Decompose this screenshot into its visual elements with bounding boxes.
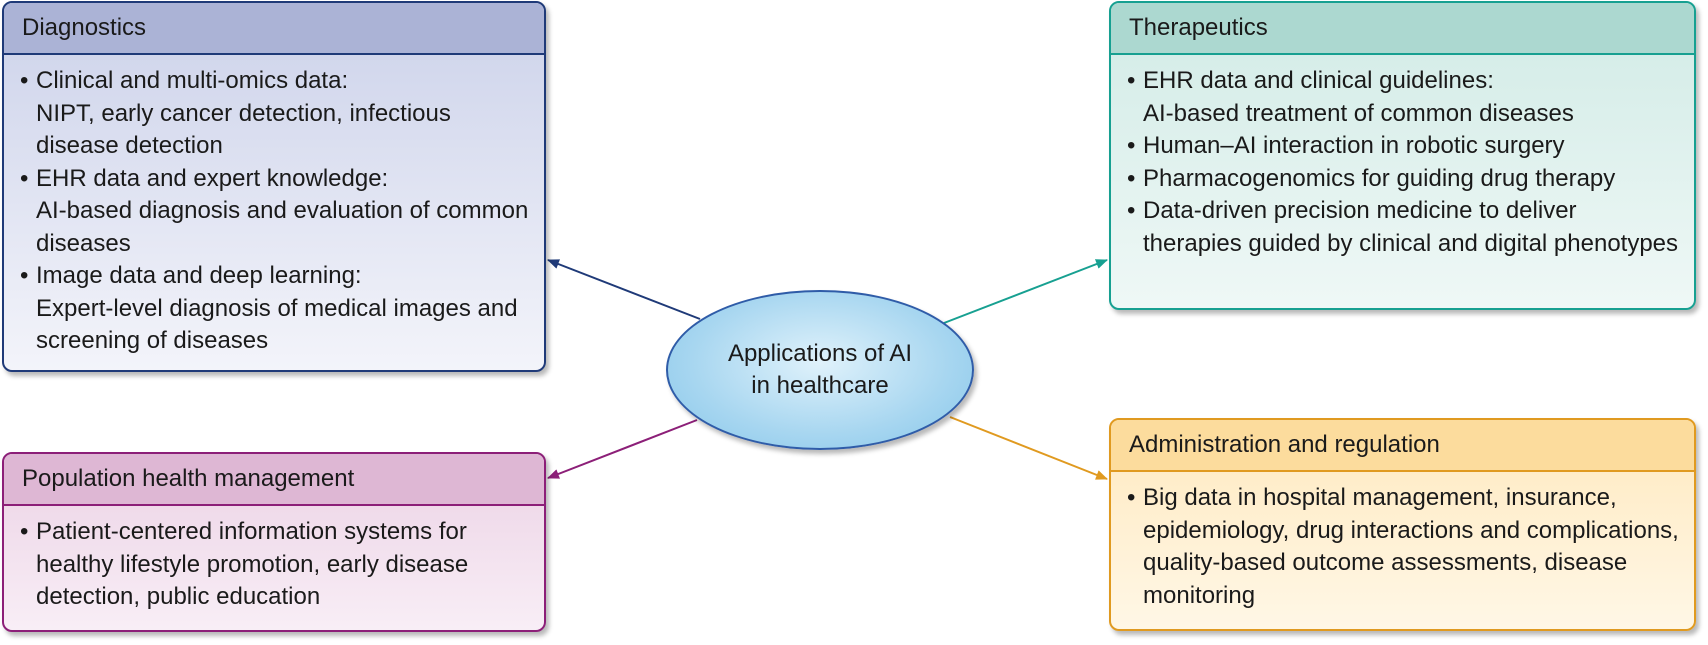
arrow-to-population: [547, 419, 698, 479]
diagnostics-box: Diagnostics Clinical and multi-omics dat…: [2, 1, 546, 372]
item-detail: AI-based diagnosis and evaluation of com…: [36, 197, 529, 257]
therapeutics-box: Therapeutics EHR data and clinical guide…: [1109, 1, 1696, 310]
item-title: Clinical and multi-omics data:: [36, 67, 349, 94]
therapeutics-title: Therapeutics: [1111, 3, 1694, 55]
list-item: EHR data and clinical guidelines: AI-bas…: [1127, 65, 1680, 130]
list-item: Clinical and multi-omics data: NIPT, ear…: [20, 65, 530, 163]
arrow-to-administration: [949, 416, 1108, 480]
center-label: Applications of AI in healthcare: [727, 340, 913, 399]
list-item: Pharmacogenomics for guiding drug therap…: [1127, 163, 1680, 196]
item-detail: NIPT, early cancer detection, infectious…: [36, 99, 451, 160]
list-item: EHR data and expert knowledge: AI-based …: [20, 163, 530, 261]
item-title: EHR data and expert knowledge:: [36, 164, 389, 192]
list-item: Image data and deep learning: Expert-lev…: [20, 260, 530, 358]
population-health-title: Population health management: [4, 454, 544, 506]
diagnostics-list: Clinical and multi-omics data: NIPT, ear…: [20, 65, 530, 358]
item-detail: Expert-level diagnosis of medical images…: [36, 294, 518, 355]
therapeutics-list: EHR data and clinical guidelines: AI-bas…: [1127, 65, 1680, 260]
administration-list: Big data in hospital management, insuran…: [1127, 482, 1680, 612]
population-health-box: Population health management Patient-cen…: [2, 452, 546, 632]
arrow-to-diagnostics: [547, 259, 701, 320]
population-health-list: Patient-centered information systems for…: [20, 516, 530, 614]
administration-title: Administration and regulation: [1111, 420, 1694, 472]
diagnostics-title: Diagnostics: [4, 3, 544, 55]
item-title: Image data and deep learning:: [36, 262, 362, 289]
administration-box: Administration and regulation Big data i…: [1109, 418, 1696, 631]
arrow-to-therapeutics: [943, 259, 1108, 324]
list-item: Data-driven precision medicine to delive…: [1127, 195, 1680, 260]
list-item: Human–AI interaction in robotic surgery: [1127, 130, 1680, 163]
item-title: EHR data and clinical guidelines:: [1143, 67, 1494, 94]
item-detail: AI-based treatment of common diseases: [1143, 99, 1574, 127]
list-item: Big data in hospital management, insuran…: [1127, 482, 1680, 612]
center-node: Applications of AI in healthcare: [666, 290, 974, 450]
list-item: Patient-centered information systems for…: [20, 516, 530, 614]
